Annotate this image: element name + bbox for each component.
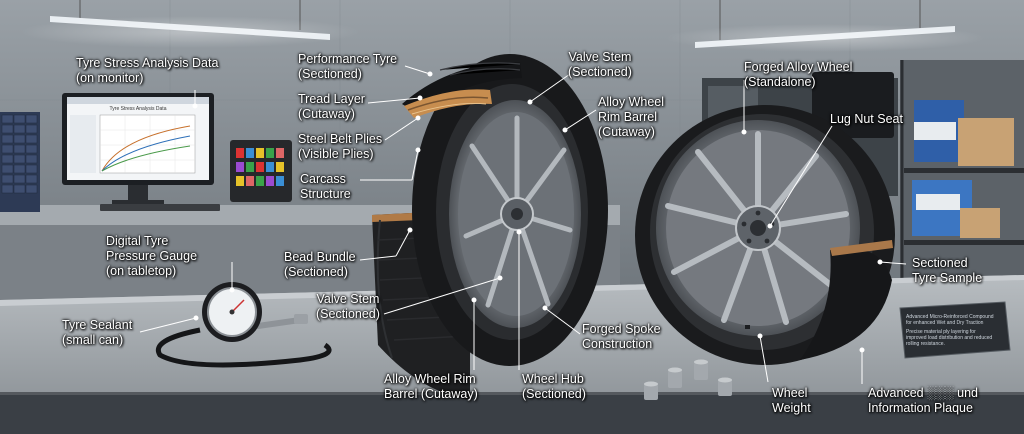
label-information-plaque-word-1: Advanced xyxy=(868,386,924,400)
label-wheel-hub-line-2: (Sectioned) xyxy=(522,387,586,401)
label-performance-tyre: Performance Tyre (Sectioned) xyxy=(298,52,397,82)
label-valve-stem-top-line-1: Valve Stem xyxy=(568,50,632,64)
label-valve-stem-bottom-line-1: Valve Stem xyxy=(316,292,380,306)
label-information-plaque-line-1: Advanced ░░░ und xyxy=(868,386,978,400)
label-wheel-hub: Wheel Hub (Sectioned) xyxy=(522,372,586,402)
label-tyre-sealant-line-2: (small can) xyxy=(62,333,124,347)
label-carcass-structure-line-1: Carcass xyxy=(300,172,346,186)
label-forged-spoke-line-2: Construction xyxy=(582,337,653,351)
label-tread-layer: Tread Layer (Cutaway) xyxy=(298,92,365,122)
label-steel-belt-plies-line-2: (Visible Plies) xyxy=(298,147,374,161)
label-valve-stem-top: Valve Stem (Sectioned) xyxy=(568,50,632,80)
label-rim-barrel-bottom-line-2: Barrel (Cutaway) xyxy=(384,387,478,401)
plaque-line-4: improved load distribution and reduced xyxy=(906,335,992,341)
label-rim-barrel-bottom: Alloy Wheel Rim Barrel (Cutaway) xyxy=(384,372,478,402)
plaque-line-1: Advanced Micro-Reinforced Compound xyxy=(906,314,994,320)
label-forged-alloy-wheel-line-1: Forged Alloy Wheel xyxy=(744,60,853,74)
lug-nut-seats xyxy=(741,210,775,244)
sectioned-performance-tyre xyxy=(372,54,608,400)
label-rim-barrel-top-line-2: Rim Barrel xyxy=(598,110,658,124)
label-performance-tyre-line-2: (Sectioned) xyxy=(298,67,362,81)
plaque-line-2: for enhanced Wet and Dry Traction xyxy=(906,320,984,326)
label-rim-barrel-top-line-1: Alloy Wheel xyxy=(598,95,664,109)
label-wheel-weight-line-1: Wheel xyxy=(772,386,808,400)
component-organizer xyxy=(230,140,292,202)
label-information-plaque: Advanced ░░░ und Information Plaque xyxy=(868,386,978,416)
label-lug-nut-seat-line-1: Lug Nut Seat xyxy=(830,112,903,126)
monitor-chart-title: Tyre Stress Analysis Data xyxy=(110,106,167,112)
label-valve-stem-top-line-2: (Sectioned) xyxy=(568,65,632,79)
forged-alloy-wheel xyxy=(635,105,895,365)
plaque-line-5: rolling resistance. xyxy=(906,341,945,347)
label-rim-barrel-bottom-line-1: Alloy Wheel Rim xyxy=(384,372,476,386)
label-sectioned-tyre-sample: Sectioned Tyre Sample xyxy=(912,256,982,286)
label-lug-nut-seat: Lug Nut Seat xyxy=(830,112,903,127)
label-bead-bundle: Bead Bundle (Sectioned) xyxy=(284,250,356,280)
label-digital-pressure-gauge-line-1: Digital Tyre xyxy=(106,234,169,248)
label-digital-pressure-gauge-line-3: (on tabletop) xyxy=(106,264,177,278)
monitor: Tyre Stress Analysis Data xyxy=(62,93,214,205)
label-forged-alloy-wheel-line-2: (Standalone) xyxy=(744,75,816,89)
callout-leader-lines xyxy=(139,65,907,384)
label-tyre-sealant: Tyre Sealant (small can) xyxy=(62,318,132,348)
label-forged-spoke-line-1: Forged Spoke xyxy=(582,322,661,336)
label-information-plaque-line-2: Information Plaque xyxy=(868,401,973,415)
label-information-plaque-word-2: und xyxy=(957,386,978,400)
label-steel-belt-plies: Steel Belt Plies (Visible Plies) xyxy=(298,132,382,162)
label-tread-layer-line-2: (Cutaway) xyxy=(298,107,355,121)
label-carcass-structure-line-2: Structure xyxy=(300,187,351,201)
label-stress-analysis-data-line-1: Tyre Stress Analysis Data xyxy=(76,56,219,70)
label-rim-barrel-top: Alloy Wheel Rim Barrel (Cutaway) xyxy=(598,95,664,140)
label-performance-tyre-line-1: Performance Tyre xyxy=(298,52,398,66)
label-digital-pressure-gauge-line-2: Pressure Gauge xyxy=(106,249,198,263)
label-rim-barrel-top-line-3: (Cutaway) xyxy=(598,125,655,139)
label-sectioned-tyre-sample-line-2: Tyre Sample xyxy=(912,271,983,285)
storage-shelf xyxy=(900,60,1024,310)
label-tread-layer-line-1: Tread Layer xyxy=(298,92,365,106)
keyboard xyxy=(100,204,220,211)
parts-drawer-cabinet xyxy=(0,112,40,212)
label-valve-stem-bottom-line-2: (Sectioned) xyxy=(316,307,380,321)
ceiling-light-left xyxy=(20,0,360,48)
loose-lug-nuts xyxy=(644,359,732,400)
label-carcass-structure: Carcass Structure xyxy=(300,172,351,202)
label-forged-spoke: Forged Spoke Construction xyxy=(582,322,661,352)
label-valve-stem-bottom: Valve Stem (Sectioned) xyxy=(316,292,380,322)
label-tyre-sealant-line-1: Tyre Sealant xyxy=(62,318,133,332)
label-wheel-hub-line-1: Wheel Hub xyxy=(522,372,584,386)
plaque-line-3: Precise material ply layering for xyxy=(906,329,976,335)
label-wheel-weight: Wheel Weight xyxy=(772,386,811,416)
label-steel-belt-plies-line-1: Steel Belt Plies xyxy=(298,132,383,146)
information-plaque: Advanced Micro-Reinforced Compound for e… xyxy=(899,301,1011,359)
label-stress-analysis-data: Tyre Stress Analysis Data (on monitor) xyxy=(76,56,218,86)
label-digital-pressure-gauge: Digital Tyre Pressure Gauge (on tabletop… xyxy=(106,234,197,279)
label-bead-bundle-line-2: (Sectioned) xyxy=(284,265,348,279)
ceiling-light-right xyxy=(665,0,985,52)
label-bead-bundle-line-1: Bead Bundle xyxy=(284,250,356,264)
label-forged-alloy-wheel: Forged Alloy Wheel (Standalone) xyxy=(744,60,852,90)
tyre-pressure-gauge xyxy=(155,282,332,368)
label-sectioned-tyre-sample-line-1: Sectioned xyxy=(912,256,968,270)
label-stress-analysis-data-line-2: (on monitor) xyxy=(76,71,144,85)
label-wheel-weight-line-2: Weight xyxy=(772,401,811,415)
